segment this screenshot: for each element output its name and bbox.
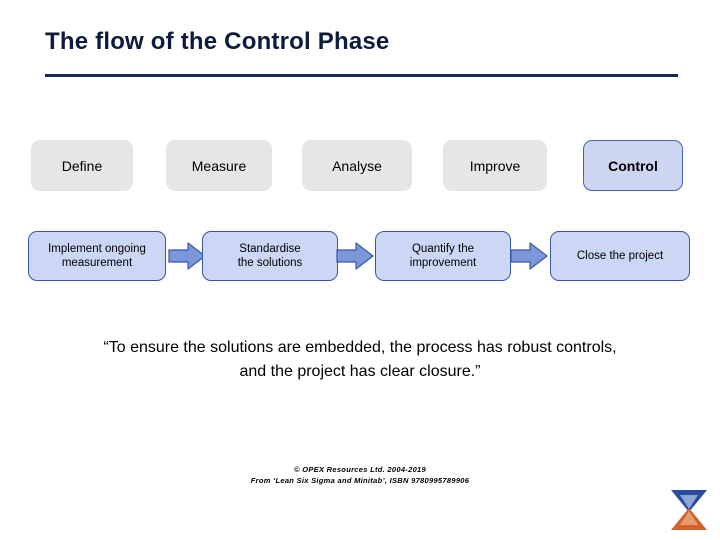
arrow-right-icon bbox=[336, 242, 374, 270]
title-divider bbox=[45, 74, 678, 77]
step-label: Implement ongoing measurement bbox=[48, 242, 146, 270]
step-label: Standardise the solutions bbox=[238, 242, 303, 270]
phase-box-measure[interactable]: Measure bbox=[166, 140, 272, 191]
step-label-line1: Implement ongoing bbox=[48, 243, 146, 255]
phase-box-improve[interactable]: Improve bbox=[443, 140, 547, 191]
step-box-quantify-the-improvement[interactable]: Quantify the improvement bbox=[375, 231, 511, 281]
quote-line1: “To ensure the solutions are embedded, t… bbox=[103, 339, 503, 356]
step-row: Implement ongoing measurement Standardis… bbox=[0, 231, 720, 283]
phase-label: Improve bbox=[469, 157, 521, 174]
step-box-implement-ongoing-measurement[interactable]: Implement ongoing measurement bbox=[28, 231, 166, 281]
step-box-standardise-the-solutions[interactable]: Standardise the solutions bbox=[202, 231, 338, 281]
step-label: Quantify the improvement bbox=[410, 242, 476, 270]
step-label-line1: Quantify the bbox=[411, 243, 474, 255]
page-title: The flow of the Control Phase bbox=[45, 28, 390, 55]
step-box-close-the-project[interactable]: Close the project bbox=[550, 231, 690, 281]
arrow-right-icon bbox=[168, 242, 206, 270]
quote-line2: robust controls, and the project has cle… bbox=[239, 339, 617, 380]
step-label-line2: measurement bbox=[61, 257, 133, 269]
phase-label: Define bbox=[61, 157, 103, 174]
phase-row: Define Measure Analyse Improve Control bbox=[0, 140, 720, 192]
footer-line-source: From ‘Lean Six Sigma and Minitab’, ISBN … bbox=[250, 476, 470, 485]
step-label: Close the project bbox=[576, 250, 664, 262]
phase-box-analyse[interactable]: Analyse bbox=[302, 140, 412, 191]
footer-credit: © OPEX Resources Ltd. 2004-2019 From ‘Le… bbox=[0, 464, 720, 486]
phase-box-control[interactable]: Control bbox=[583, 140, 683, 191]
step-label-line1: Standardise bbox=[239, 243, 301, 255]
phase-box-define[interactable]: Define bbox=[31, 140, 133, 191]
step-label-line2: the solutions bbox=[237, 257, 303, 269]
phase-label: Control bbox=[608, 157, 658, 174]
arrow-right-icon bbox=[510, 242, 548, 270]
phase-label: Analyse bbox=[332, 157, 382, 174]
step-label-line2: improvement bbox=[409, 257, 477, 269]
phase-label: Measure bbox=[191, 157, 247, 174]
opex-hourglass-logo bbox=[671, 490, 707, 530]
quote-text: “To ensure the solutions are embedded, t… bbox=[95, 336, 625, 384]
footer-line-copyright: © OPEX Resources Ltd. 2004-2019 bbox=[294, 465, 426, 474]
